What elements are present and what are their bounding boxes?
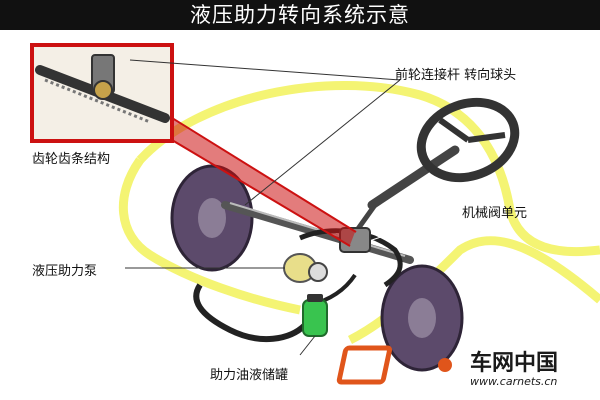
leader-valve-unit [371,209,461,241]
highlight-beam-edge [171,139,351,247]
highlight-beam [170,118,355,245]
label-rack-pinion: 齿轮齿条结构 [32,152,111,167]
steering-wheel-spoke [467,132,506,143]
steering-rack-shine [229,202,406,257]
leader-front-link-inset [129,59,401,81]
pump-pulley [308,262,328,282]
steering-wheel-spoke [438,117,470,143]
fluid-reservoir [302,299,328,337]
brand-name: 车网中国 [470,351,559,376]
car-body-outline [136,81,600,257]
inset-rack-teeth [44,78,151,124]
steering-wheel [416,97,520,183]
leader-reservoir [299,335,316,356]
right-front-hub [408,298,436,338]
hydraulic-line-pressure [193,283,308,343]
label-reservoir: 助力油液储罐 [210,368,289,383]
diagram-title: 液压助力转向系统示意 [0,0,600,30]
steering-column [367,145,460,210]
label-valve-unit: 机械阀单元 [462,206,528,221]
leader-front-link [244,79,401,206]
brand-logo-mark [336,345,393,385]
car-body-lower-outline [118,157,301,315]
brand-url: www.carnets.cn [470,375,558,388]
left-front-hub [198,198,226,238]
inset-pinion-gear [93,80,113,100]
reservoir-cap [307,294,323,302]
highlight-beam-edge [171,117,357,233]
brand-logo-dot [438,358,452,372]
label-front-link: 前轮连接杆 转向球头 [395,68,517,83]
label-pump: 液压助力泵 [32,264,98,279]
